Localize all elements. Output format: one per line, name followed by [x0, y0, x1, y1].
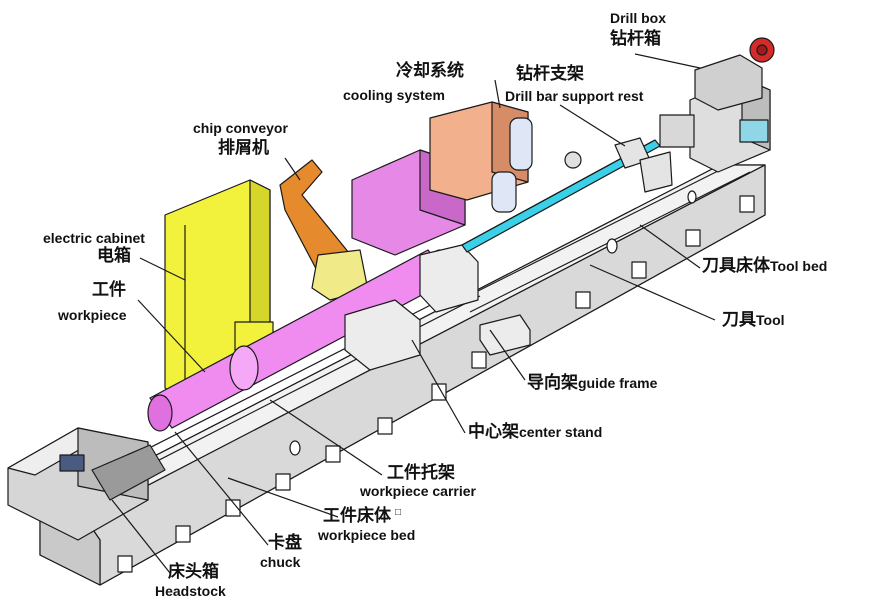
chip-conveyor-label-cn: 排屑机 [218, 138, 269, 158]
electric-cabinet-label-en: electric cabinet [43, 230, 145, 246]
center-stand-label-cn: 中心架 [468, 422, 519, 442]
guide-frame-label-cn: 导向架 [527, 373, 578, 393]
workpiece-bed-mark: □ [395, 507, 402, 518]
center-stand [344, 244, 531, 371]
guide-frame-label: 导向架guide frame [527, 375, 657, 392]
drill-bar-support-label-en: Drill bar support rest [505, 88, 644, 104]
drill-box-label-cn: 钻杆箱 [610, 29, 661, 49]
tool-bed-label-en: Tool bed [770, 258, 828, 274]
workpiece-bed-label-cn-row: 工件床体 □ [323, 508, 401, 525]
workpiece-label-cn: 工件 [92, 280, 126, 300]
tool-bed-label: 刀具床体Tool bed [702, 258, 827, 275]
center-stand-label: 中心架center stand [468, 424, 602, 441]
tool-label-cn: 刀具 [722, 310, 756, 330]
chip-conveyor-label-en: chip conveyor [193, 120, 288, 136]
drill-box-label-en: Drill box [610, 10, 667, 26]
guide-frame-label-en: guide frame [578, 375, 658, 391]
workpiece-bed-label-cn: 工件床体 [323, 506, 391, 526]
drill-bar-support-label-cn: 钻杆支架 [516, 64, 584, 84]
center-stand-label-en: center stand [519, 424, 603, 440]
headstock [7, 427, 166, 541]
tool-label: 刀具Tool [722, 312, 785, 329]
workpiece-carrier-label-cn: 工件托架 [387, 463, 455, 483]
cooling-system [351, 101, 582, 256]
leader-lines [111, 53, 716, 574]
workpiece-bed-label-en: workpiece bed [318, 527, 416, 543]
tool-label-en: Tool [756, 312, 785, 328]
workpiece-carrier-label-en: workpiece carrier [360, 483, 476, 499]
electric-cabinet-label-cn: 电箱 [97, 246, 131, 266]
bed-holes [289, 190, 697, 456]
headstock-label-en: Headstock [155, 583, 226, 599]
chuck-label-en: chuck [260, 554, 301, 570]
tool-bed-label-cn: 刀具床体 [702, 256, 770, 276]
bed-feet [117, 195, 755, 573]
drill-box [659, 37, 775, 173]
workpiece-label-en: workpiece [58, 307, 127, 323]
cooling-system-label-en: cooling system [343, 87, 445, 103]
chuck-label-cn: 卡盘 [268, 533, 302, 553]
cooling-system-label-cn: 冷却系统 [396, 61, 464, 81]
headstock-label-cn: 床头箱 [168, 562, 219, 582]
